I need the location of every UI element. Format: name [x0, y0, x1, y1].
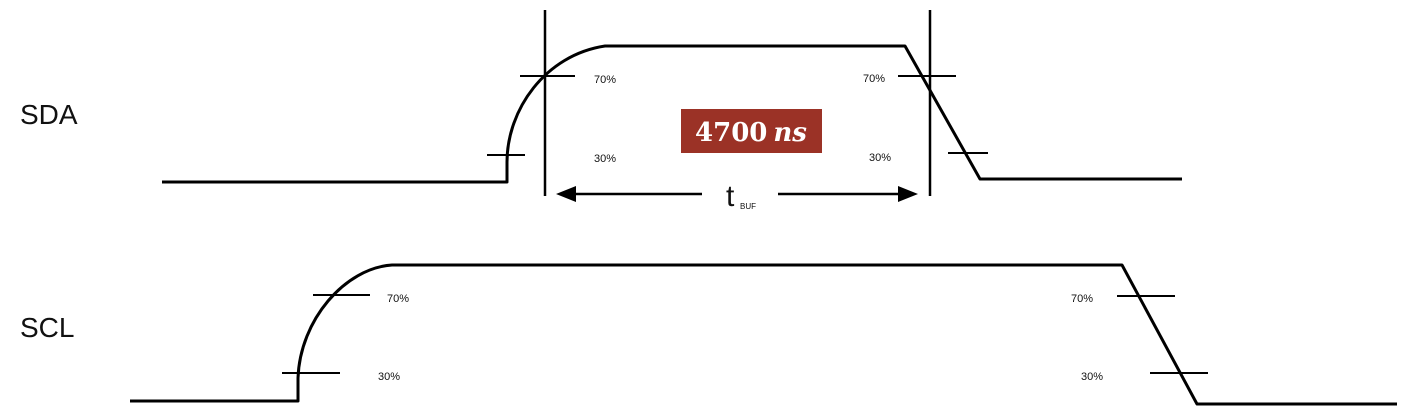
- sda-rise-30-label: 30%: [594, 153, 616, 165]
- sda-fall-30-label: 30%: [869, 152, 891, 164]
- scl-label: SCL: [20, 312, 74, 343]
- sda-rise-70-label: 70%: [594, 74, 616, 86]
- scl-rise-30-label: 30%: [378, 371, 400, 383]
- tbuf-arrow-left-head: [556, 186, 576, 202]
- tbuf-symbol: t: [726, 180, 735, 213]
- scl-fall-70-label: 70%: [1071, 293, 1093, 305]
- scl-fall-30-label: 30%: [1081, 371, 1103, 383]
- sda-fall-70-label: 70%: [863, 73, 885, 85]
- sda-waveform: [162, 44, 1182, 184]
- tbuf-value-badge: [681, 109, 822, 153]
- tbuf-arrow-right-head: [898, 186, 918, 202]
- scl-waveform: [130, 263, 1397, 406]
- scl-rise-70-label: 70%: [387, 293, 409, 305]
- tbuf-value-number: 4700: [695, 118, 767, 148]
- tbuf-subscript: BUF: [740, 202, 756, 211]
- sda-label: SDA: [20, 99, 78, 130]
- tbuf-value-unit: ns: [773, 118, 807, 148]
